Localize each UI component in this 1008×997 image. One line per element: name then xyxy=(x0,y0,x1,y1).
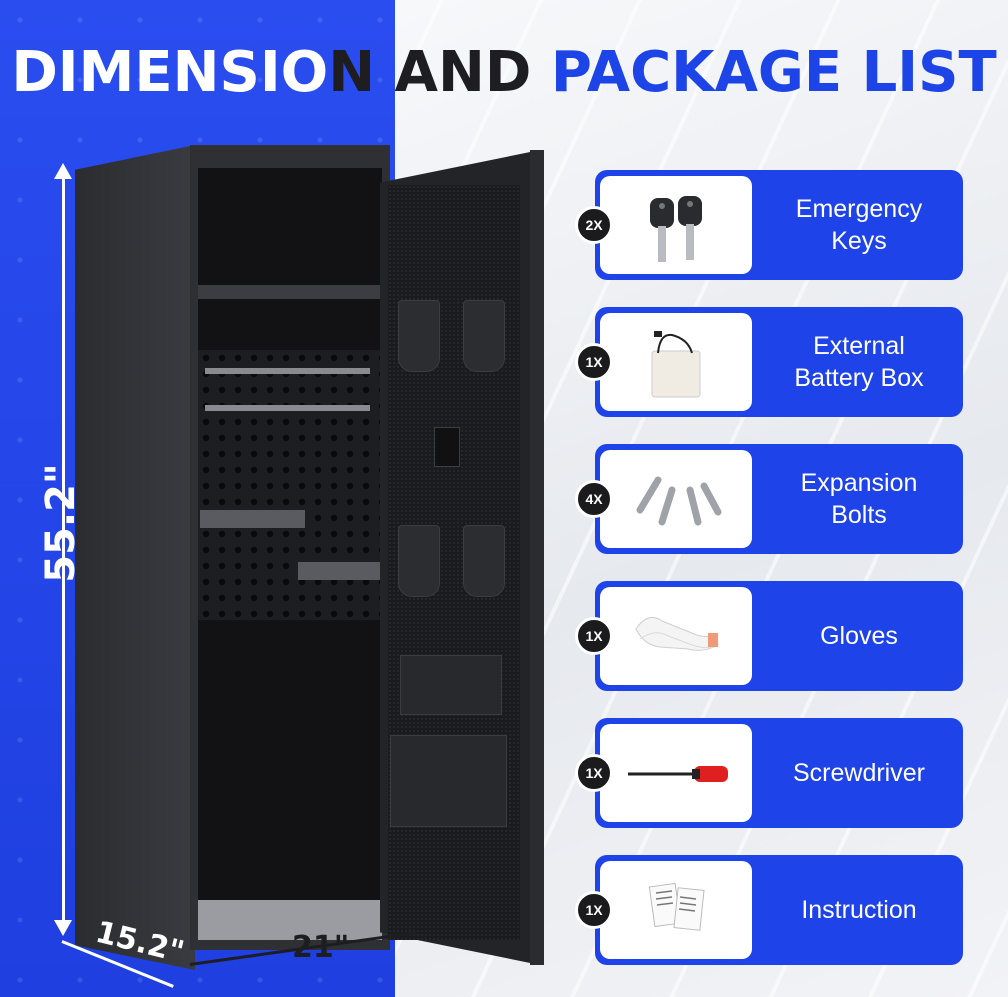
package-item-gloves: 1X Gloves xyxy=(575,581,963,691)
safe-gun-rack xyxy=(200,510,305,528)
height-arrow-bottom xyxy=(54,920,72,936)
door-pocket xyxy=(390,735,507,827)
door-pocket xyxy=(400,655,502,715)
title-part-3: PACKAGE LIST xyxy=(550,40,997,105)
package-item-battery-box: 1X External Battery Box xyxy=(575,307,963,417)
title-part-2: N AND xyxy=(328,40,551,105)
safe-rack-bar xyxy=(205,405,370,411)
package-item-name: Expansion Bolts xyxy=(800,468,918,530)
bolts-icon xyxy=(600,450,752,548)
width-label: 21" xyxy=(292,930,350,965)
quantity-badge: 1X xyxy=(575,343,613,381)
height-arrow-top xyxy=(54,163,72,179)
safe-gun-rack xyxy=(298,562,380,580)
door-pouch xyxy=(398,525,440,597)
package-item-instruction: 1X Instruction xyxy=(575,855,963,965)
page-title: DIMENSION AND PACKAGE LIST xyxy=(0,40,1008,105)
door-handle xyxy=(434,427,460,467)
keys-icon xyxy=(600,176,752,274)
quantity-badge: 1X xyxy=(575,617,613,655)
height-label: 55.2" xyxy=(38,463,84,583)
package-item-emergency-keys: 2X Emergency Keys xyxy=(575,170,963,280)
quantity-badge: 1X xyxy=(575,891,613,929)
safe-floor-carpet xyxy=(198,900,382,940)
package-item-name: Instruction xyxy=(801,895,917,924)
package-item-name: Screwdriver xyxy=(793,758,925,787)
safe-pegboard xyxy=(198,350,382,620)
package-item-name: Emergency Keys xyxy=(795,194,923,256)
package-item-expansion-bolts: 4X Expansion Bolts xyxy=(575,444,963,554)
height-dimension-line xyxy=(62,175,65,925)
instruction-icon xyxy=(600,861,752,959)
quantity-badge: 1X xyxy=(575,754,613,792)
quantity-badge: 4X xyxy=(575,480,613,518)
door-pouch xyxy=(463,525,505,597)
package-item-name: Gloves xyxy=(820,621,898,650)
package-item-screwdriver: 1X Screwdriver xyxy=(575,718,963,828)
quantity-badge: 2X xyxy=(575,206,613,244)
door-pouch xyxy=(463,300,505,372)
safe-rack-bar xyxy=(205,368,370,374)
safe-side-panel xyxy=(75,145,195,970)
gloves-icon xyxy=(600,587,752,685)
screwdriver-icon xyxy=(600,724,752,822)
safe-door-edge xyxy=(530,150,544,965)
safe-shelf xyxy=(198,285,382,299)
door-pouch xyxy=(398,300,440,372)
package-item-name: External Battery Box xyxy=(794,331,924,393)
title-part-1: DIMENSIO xyxy=(11,40,329,105)
battery-box-icon xyxy=(600,313,752,411)
